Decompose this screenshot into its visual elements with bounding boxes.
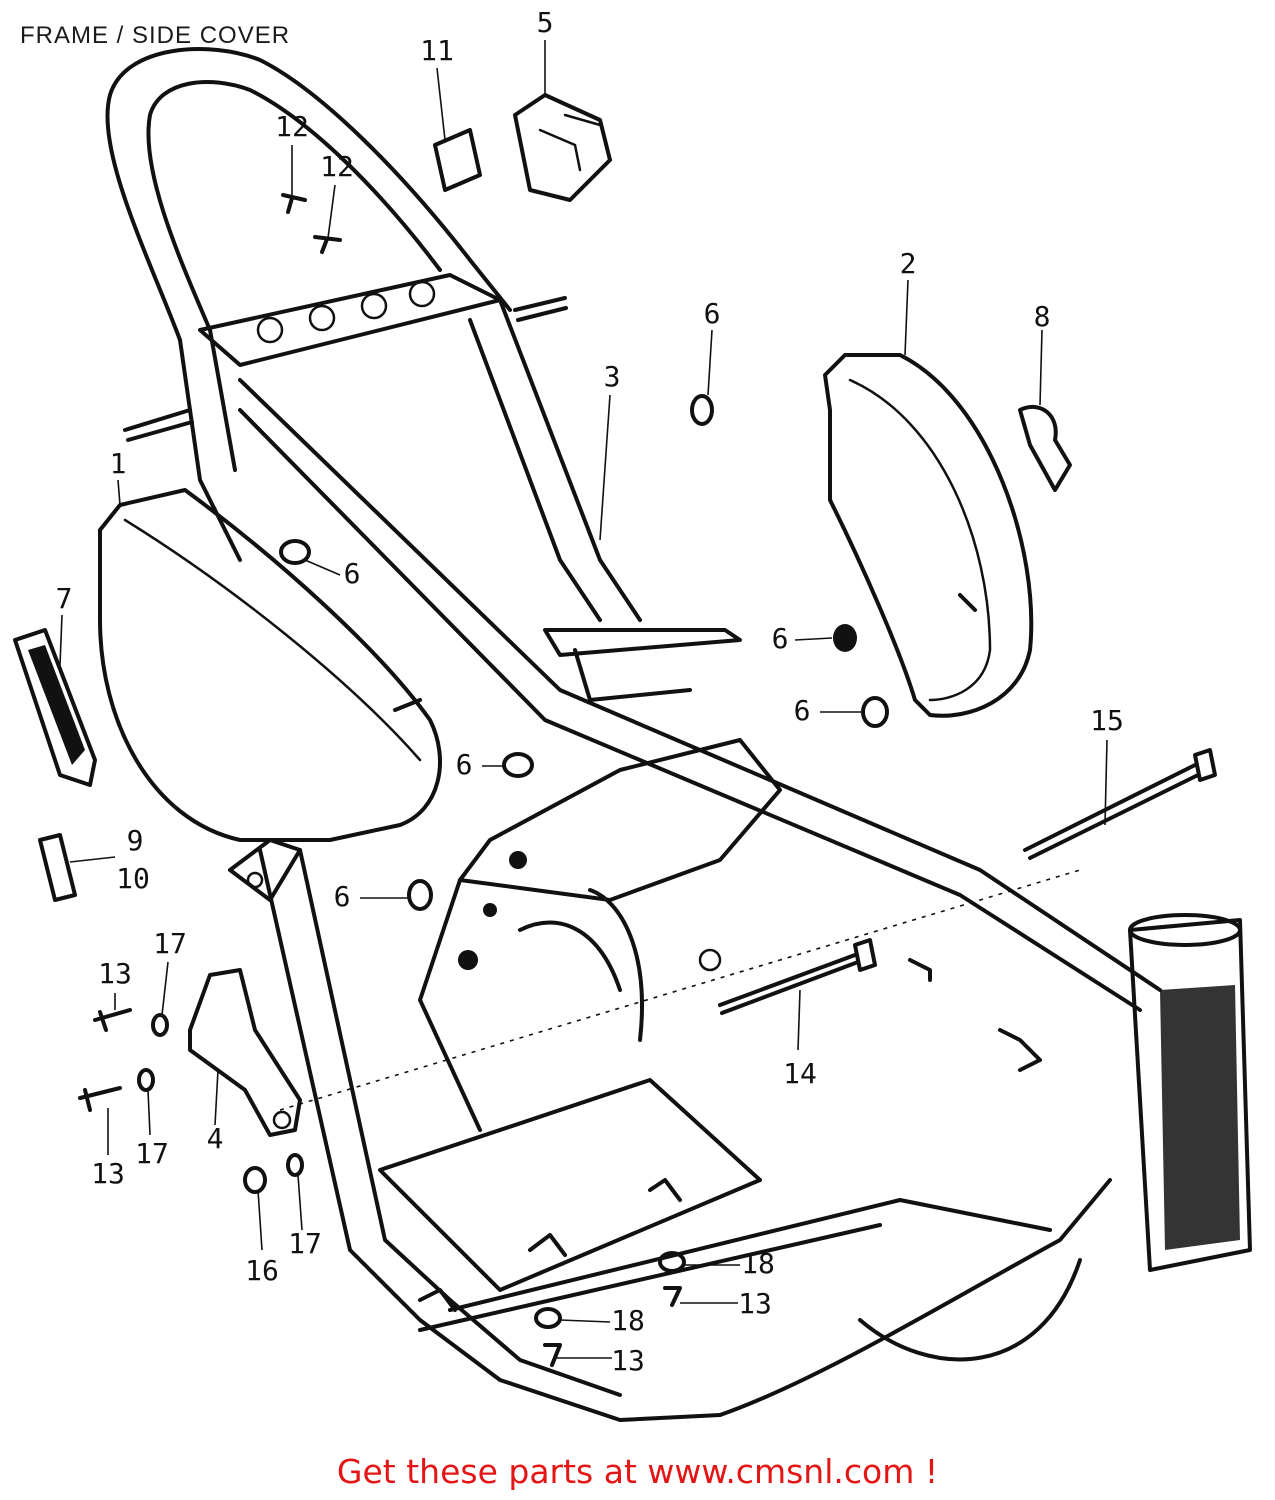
frame-part-3[interactable]: [105, 47, 1162, 1422]
callout-13: 13: [738, 1287, 772, 1320]
callout-4: 4: [207, 1122, 224, 1155]
callout-17: 17: [288, 1227, 322, 1260]
nuts-part-18[interactable]: [534, 1251, 686, 1329]
part-9-10-strip[interactable]: [38, 833, 77, 902]
callout-14: 14: [783, 1057, 817, 1090]
callout-17: 17: [135, 1137, 169, 1170]
callout-3: 3: [604, 360, 621, 393]
callout-12: 12: [320, 150, 354, 183]
callout-15: 15: [1090, 704, 1124, 737]
callout-7: 7: [56, 582, 73, 615]
nut-part-16[interactable]: [243, 1166, 267, 1194]
callout-13: 13: [98, 957, 132, 990]
part-14-bolt[interactable]: [718, 938, 877, 1015]
callout-5: 5: [537, 6, 554, 39]
part-4-bracket[interactable]: [188, 968, 302, 1137]
washers-part-17[interactable]: [137, 1013, 304, 1177]
callout-8: 8: [1034, 300, 1051, 333]
callout-17: 17: [153, 927, 187, 960]
part-11-strip[interactable]: [433, 128, 482, 192]
part-2-right-side-cover[interactable]: [823, 353, 1034, 718]
part-5-bracket[interactable]: [513, 93, 612, 202]
diagram-title: FRAME / SIDE COVER: [20, 22, 291, 49]
callout-6: 6: [772, 622, 789, 655]
callout-6: 6: [334, 880, 351, 913]
footrest-rubber[interactable]: [1128, 913, 1252, 1272]
callout-18: 18: [611, 1304, 645, 1337]
callout-11: 11: [420, 34, 454, 67]
callout-2: 2: [900, 247, 917, 280]
leader-lines: [59, 40, 1108, 1359]
callout-6: 6: [456, 748, 473, 781]
callout-13: 13: [91, 1157, 125, 1190]
callout-labels: 1 2 3 4 5 6 6 6 6 6 6 7 8 9 10 11 12 12 …: [56, 6, 1124, 1377]
callout-18: 18: [741, 1247, 775, 1280]
callout-10: 10: [116, 862, 150, 895]
part-8-emblem[interactable]: [1018, 404, 1072, 492]
callout-6: 6: [344, 557, 361, 590]
callout-1: 1: [110, 447, 127, 480]
part-15-long-bolt[interactable]: [1023, 748, 1217, 860]
callout-6: 6: [794, 694, 811, 727]
part-1-left-side-cover[interactable]: [98, 488, 442, 842]
callout-16: 16: [245, 1254, 279, 1287]
callout-6: 6: [704, 297, 721, 330]
part-7-emblem[interactable]: [13, 628, 97, 787]
callout-12: 12: [275, 110, 309, 143]
bolts-part-13[interactable]: [78, 1008, 682, 1367]
grommets-part-6[interactable]: [279, 394, 889, 911]
callout-9: 9: [127, 824, 144, 857]
part-12-screws[interactable]: [281, 193, 342, 254]
footer-parts-link[interactable]: Get these parts at www.cmsnl.com !: [336, 1452, 939, 1491]
callout-13: 13: [611, 1344, 645, 1377]
